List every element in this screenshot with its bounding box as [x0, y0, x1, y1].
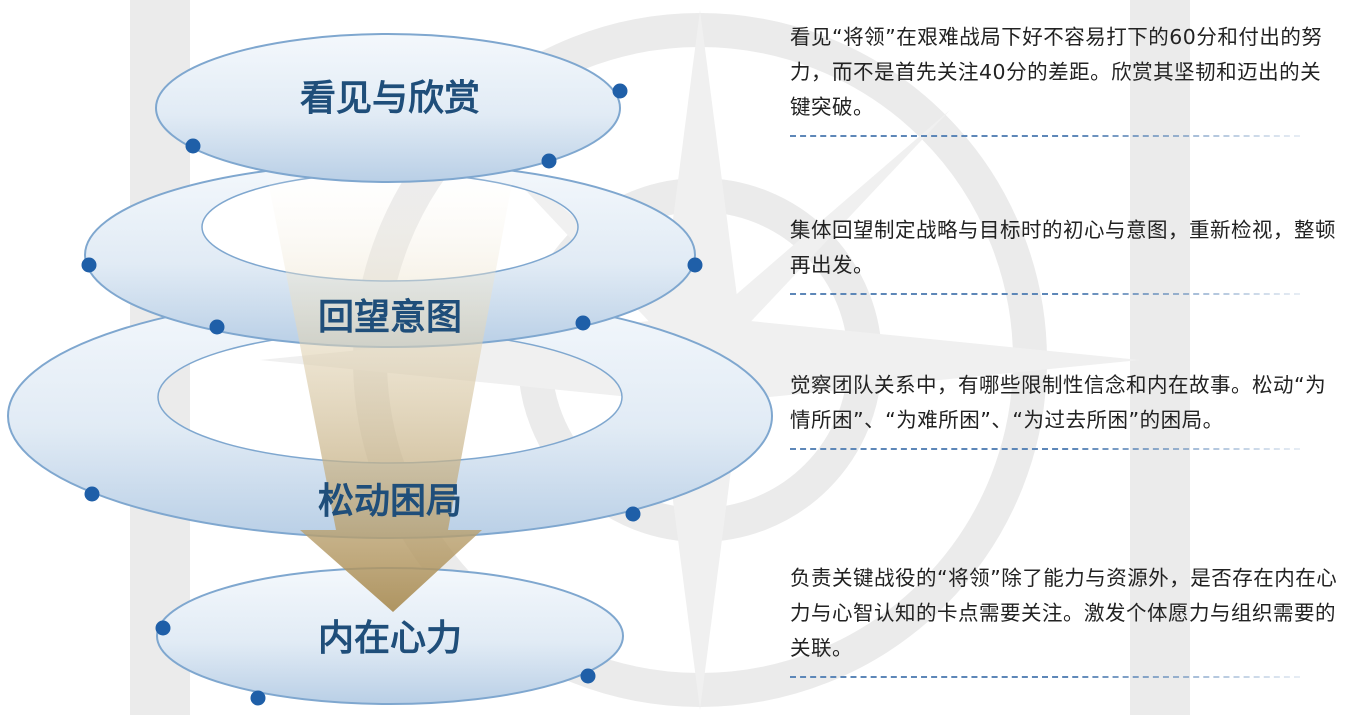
- orbit-dot: [155, 620, 171, 636]
- dashed-divider: [790, 676, 1300, 678]
- orbit-dot: [625, 506, 641, 522]
- orbit-dot: [209, 319, 225, 335]
- funnel-arrow: [262, 150, 518, 612]
- dashed-divider: [790, 448, 1300, 450]
- orbit-dot: [185, 138, 201, 154]
- level-description-block: 觉察团队关系中，有哪些限制性信念和内在故事。松动“为情所困”、“为难所困”、“为…: [790, 368, 1338, 450]
- orbit-dot: [580, 668, 596, 684]
- level-description-block: 看见“将领”在艰难战局下好不容易打下的60分和付出的努力，而不是首先关注40分的…: [790, 20, 1338, 137]
- dashed-divider: [790, 293, 1300, 295]
- level-description: 看见“将领”在艰难战局下好不容易打下的60分和付出的努力，而不是首先关注40分的…: [790, 25, 1323, 119]
- level-label: 松动困局: [318, 481, 462, 522]
- orbit-dot: [575, 315, 591, 331]
- ring-see-appreciate: [155, 33, 621, 183]
- orbit-dot: [541, 153, 557, 169]
- level-description: 集体回望制定战略与目标时的初心与意图，重新检视，整顿再出发。: [790, 218, 1336, 277]
- orbit-dot: [84, 486, 100, 502]
- level-description-block: 负责关键战役的“将领”除了能力与资源外，是否存在内在心力与心智认知的卡点需要关注…: [790, 561, 1338, 678]
- level-label: 回望意图: [318, 297, 462, 338]
- level-description: 负责关键战役的“将领”除了能力与资源外，是否存在内在心力与心智认知的卡点需要关注…: [790, 566, 1338, 660]
- orbit-dot: [687, 257, 703, 273]
- orbit-dot: [81, 257, 97, 273]
- orbit-dots: [81, 83, 703, 706]
- level-description: 觉察团队关系中，有哪些限制性信念和内在故事。松动“为情所困”、“为难所困”、“为…: [790, 373, 1327, 432]
- level-label: 看见与欣赏: [300, 78, 480, 119]
- level-description-block: 集体回望制定战略与目标时的初心与意图，重新检视，整顿再出发。: [790, 213, 1338, 295]
- orbit-dot: [612, 83, 628, 99]
- level-label: 内在心力: [318, 618, 462, 659]
- dashed-divider: [790, 135, 1300, 137]
- orbit-dot: [250, 690, 266, 706]
